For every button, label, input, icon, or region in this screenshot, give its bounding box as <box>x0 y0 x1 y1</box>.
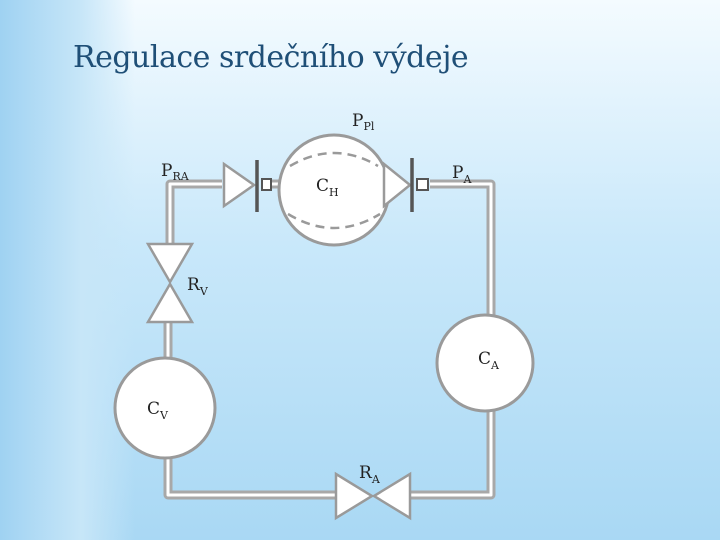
label-c-v: CV <box>147 399 169 422</box>
label-p-ra: PRA <box>161 161 190 183</box>
label-r-a: RA <box>359 463 381 486</box>
tube-arterial-lower <box>410 410 496 500</box>
tube-venous-lower <box>163 450 336 500</box>
venous-compliance <box>113 356 217 460</box>
inflow-valve <box>222 160 272 212</box>
tube-arterial-upper <box>430 179 496 318</box>
venous-resistance <box>145 242 195 324</box>
slide-title: Regulace srdečního výdeje <box>73 40 469 75</box>
label-r-v: RV <box>187 275 209 298</box>
background-left-band <box>0 0 135 540</box>
arterial-compliance <box>435 313 535 413</box>
label-c-h: CH <box>316 176 339 199</box>
heart-compliance <box>277 133 391 247</box>
outflow-valve <box>382 158 429 212</box>
label-c-a: CA <box>478 349 500 372</box>
label-p-pl: PPl <box>352 111 375 133</box>
label-p-a: PA <box>452 163 472 186</box>
arterial-resistance <box>334 471 412 521</box>
tube-right-atrium <box>165 179 222 244</box>
